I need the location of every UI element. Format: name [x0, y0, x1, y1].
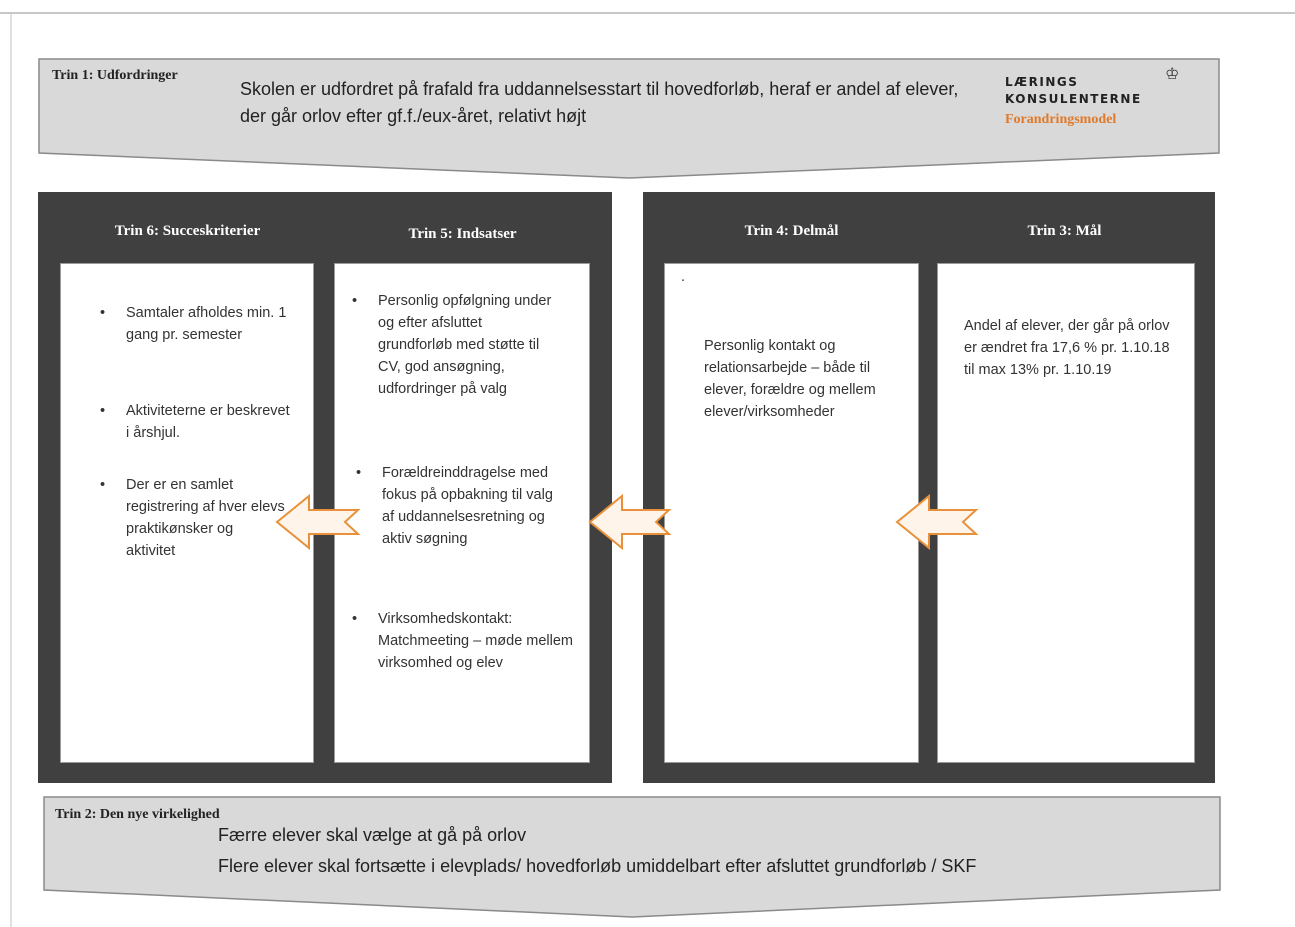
trin3-text: Andel af elever, der går på orlov er ænd… — [964, 318, 1170, 378]
logo-model-label: Forandringsmodel — [1005, 112, 1117, 127]
trin3-title: Trin 3: Mål — [1027, 223, 1102, 239]
trin5-bullet-3: • Virksomhedskontakt: Matchmeeting – mød… — [352, 608, 574, 674]
trin1-banner — [38, 58, 1220, 183]
trin5-card — [334, 263, 590, 763]
arrow-left-icon — [895, 493, 979, 551]
trin4-mark: . — [681, 269, 686, 285]
trin1-banner-shape — [38, 58, 1220, 179]
trin4-title: Trin 4: Delmål — [744, 223, 839, 239]
trin1-label: Trin 1: Udfordringer — [52, 68, 178, 83]
arrow-left-icon — [588, 493, 672, 551]
trin6-bullet-1: • Samtaler afholdes min. 1 gang pr. seme… — [100, 302, 296, 346]
trin6-bullet-1-text: Samtaler afholdes min. 1 gang pr. semest… — [126, 305, 287, 343]
trin2-text: Færre elever skal vælge at gå på orlov F… — [218, 820, 976, 882]
trin6-bullet-3-text: Der er en samlet registrering af hver el… — [126, 477, 285, 559]
trin6-bullet-2: • Aktiviteterne er beskrevet i årshjul. — [100, 400, 296, 444]
trin5-bullet-1-text: Personlig opfølgning under og efter afsl… — [378, 293, 552, 397]
bullet-icon: • — [352, 293, 358, 309]
page-top-border — [0, 0, 1295, 14]
arrow-left-icon — [275, 493, 361, 551]
trin6-card — [60, 263, 314, 763]
laerings-logo: ♔ LÆRINGS KONSULENTERNE Forandringsmodel — [1005, 66, 1195, 128]
trin4-card — [664, 263, 919, 763]
trin5-bullet-2-text: Forældreinddragelse med fokus på opbakni… — [382, 465, 553, 547]
bullet-icon: • — [100, 305, 106, 321]
trin6-title: Trin 6: Succeskriterier — [114, 223, 261, 239]
trin2-label: Trin 2: Den nye virkelighed — [55, 807, 220, 822]
page-left-border — [10, 14, 12, 927]
trin2-line-2: Flere elever skal fortsætte i elevplads/… — [218, 856, 977, 876]
trin5-title: Trin 5: Indsatser — [408, 226, 517, 242]
bullet-icon: • — [356, 465, 362, 481]
crown-icon: ♔ — [1165, 66, 1180, 83]
trin5-bullet-3-text: Virksomhedskontakt: Matchmeeting – møde … — [378, 611, 574, 671]
bullet-icon: • — [100, 477, 106, 493]
bullet-icon: • — [100, 403, 106, 419]
trin5-bullet-2: • Forældreinddragelse med fokus på opbak… — [356, 462, 557, 550]
trin5-bullet-1: • Personlig opfølgning under og efter af… — [352, 290, 558, 400]
trin2-line-1: Færre elever skal vælge at gå på orlov — [218, 825, 527, 845]
trin2-banner-shape — [43, 796, 1221, 918]
logo-line-2: KONSULENTERNE — [1005, 92, 1142, 106]
trin2-banner — [43, 796, 1221, 921]
trin3-card — [937, 263, 1195, 763]
trin6-bullet-2-text: Aktiviteterne er beskrevet i årshjul. — [126, 403, 290, 441]
logo-line-1: LÆRINGS — [1005, 75, 1079, 89]
trin4-text: Personlig kontakt og relationsarbejde – … — [704, 338, 876, 420]
trin1-text: Skolen er udfordret på frafald fra uddan… — [240, 79, 959, 126]
bullet-icon: • — [352, 611, 358, 627]
trin6-bullet-3: • Der er en samlet registrering af hver … — [100, 474, 286, 562]
